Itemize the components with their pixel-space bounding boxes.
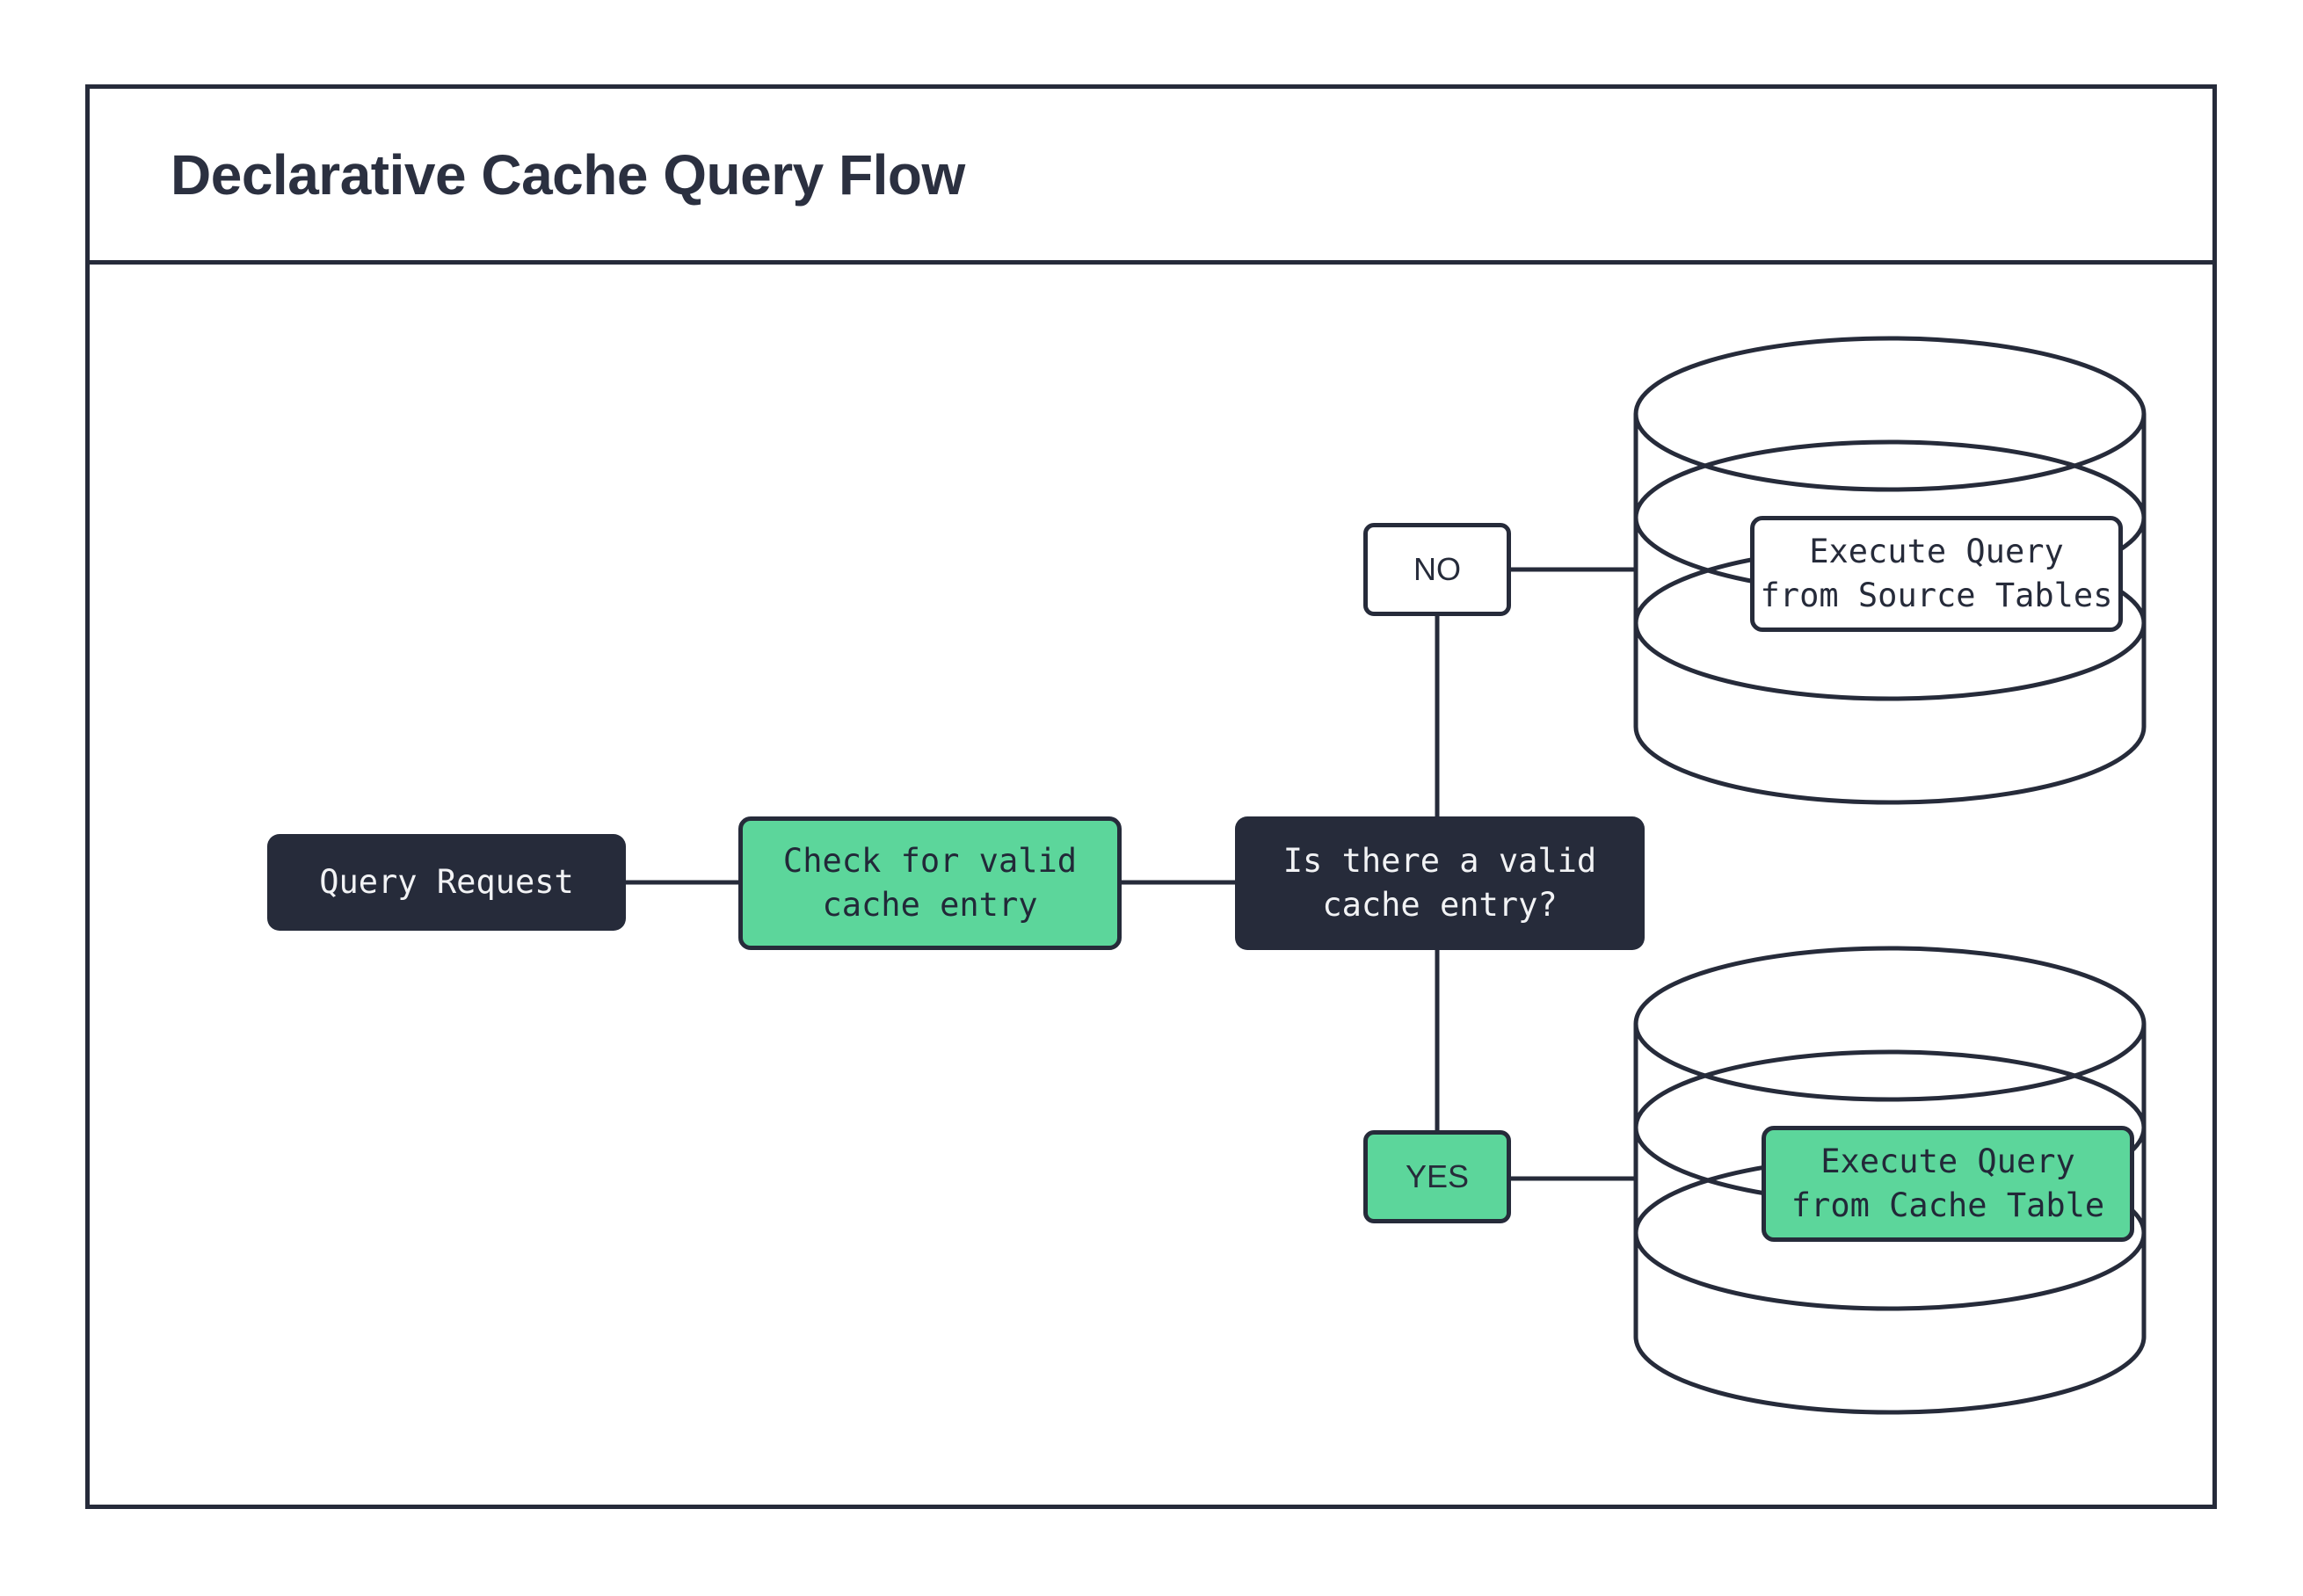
database-cylinder-cache [1633,946,2147,1415]
branch-label-yes[interactable]: YES [1363,1130,1511,1223]
cylinder-top-ellipse-cache [1633,946,2147,1102]
diagram-canvas: Query Request Check for valid cache entr… [90,89,2221,1513]
cylinder-bottom-cache [1633,1336,2147,1415]
diagram-header: Declarative Cache Query Flow [90,89,2212,265]
page-title: Declarative Cache Query Flow [171,142,965,207]
node-execute-query-from-source-tables[interactable]: Execute Query from Source Tables [1750,516,2123,632]
diagram-frame: Declarative Cache Query Flow [85,84,2217,1509]
cylinder-bottom-source [1633,726,2147,805]
node-query-request[interactable]: Query Request [267,834,626,931]
cylinder-ridge-2-cache [1633,1232,2147,1311]
node-decision-valid-cache-entry[interactable]: Is there a valid cache entry? [1235,816,1645,950]
cylinder-ridge-2-source [1633,622,2147,701]
node-check-for-valid-cache-entry[interactable]: Check for valid cache entry [738,816,1122,950]
node-execute-query-from-cache-table[interactable]: Execute Query from Cache Table [1762,1126,2134,1242]
cylinder-top-ellipse-source [1633,336,2147,492]
branch-label-no[interactable]: NO [1363,523,1511,616]
database-cylinder-source [1633,336,2147,805]
